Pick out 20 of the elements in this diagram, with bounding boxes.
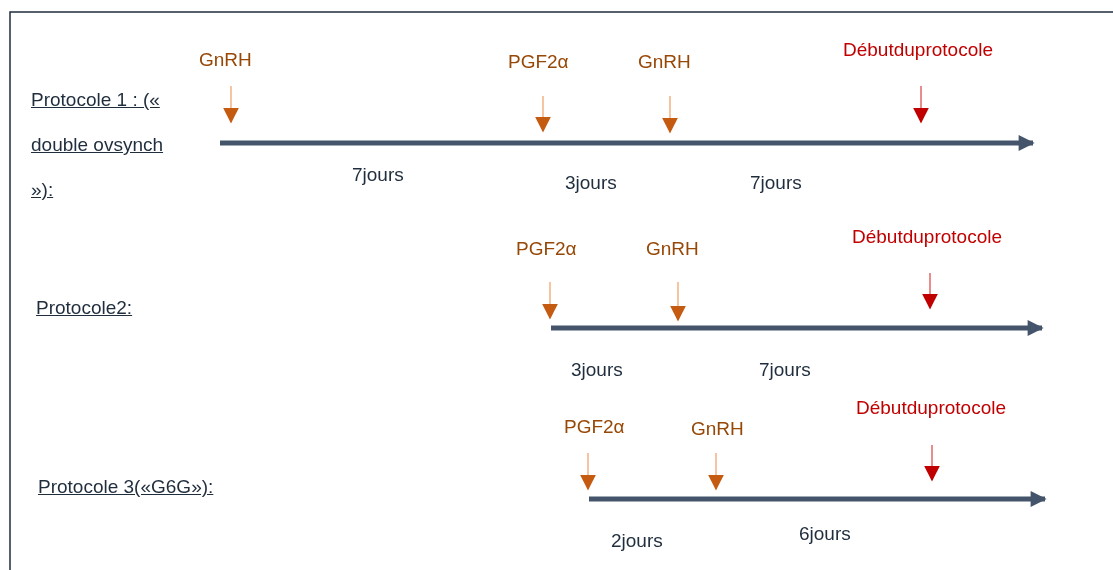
duration-label: 3jours [565,171,617,195]
duration-label: 6jours [799,522,851,546]
drug-label: GnRH [638,50,691,74]
drug-label: PGF2α [516,237,577,261]
start-label: Débutduprotocole [852,225,1002,249]
drug-label: PGF2α [508,50,569,74]
drug-label: GnRH [199,48,252,72]
start-label: Débutduprotocole [856,396,1006,420]
protocol-title: Protocole 3(«G6G»): [38,475,214,499]
drug-label: GnRH [691,417,744,441]
protocol-title: Protocole 1 : (« double ovsynch »): [31,88,165,202]
protocol-title: Protocole2: [36,296,133,320]
duration-label: 7jours [352,163,404,187]
duration-label: 2jours [611,529,663,553]
duration-label: 7jours [759,358,811,382]
drug-label: GnRH [646,237,699,261]
drug-label: PGF2α [564,415,625,439]
start-label: Débutduprotocole [843,38,993,62]
duration-label: 7jours [750,171,802,195]
duration-label: 3jours [571,358,623,382]
